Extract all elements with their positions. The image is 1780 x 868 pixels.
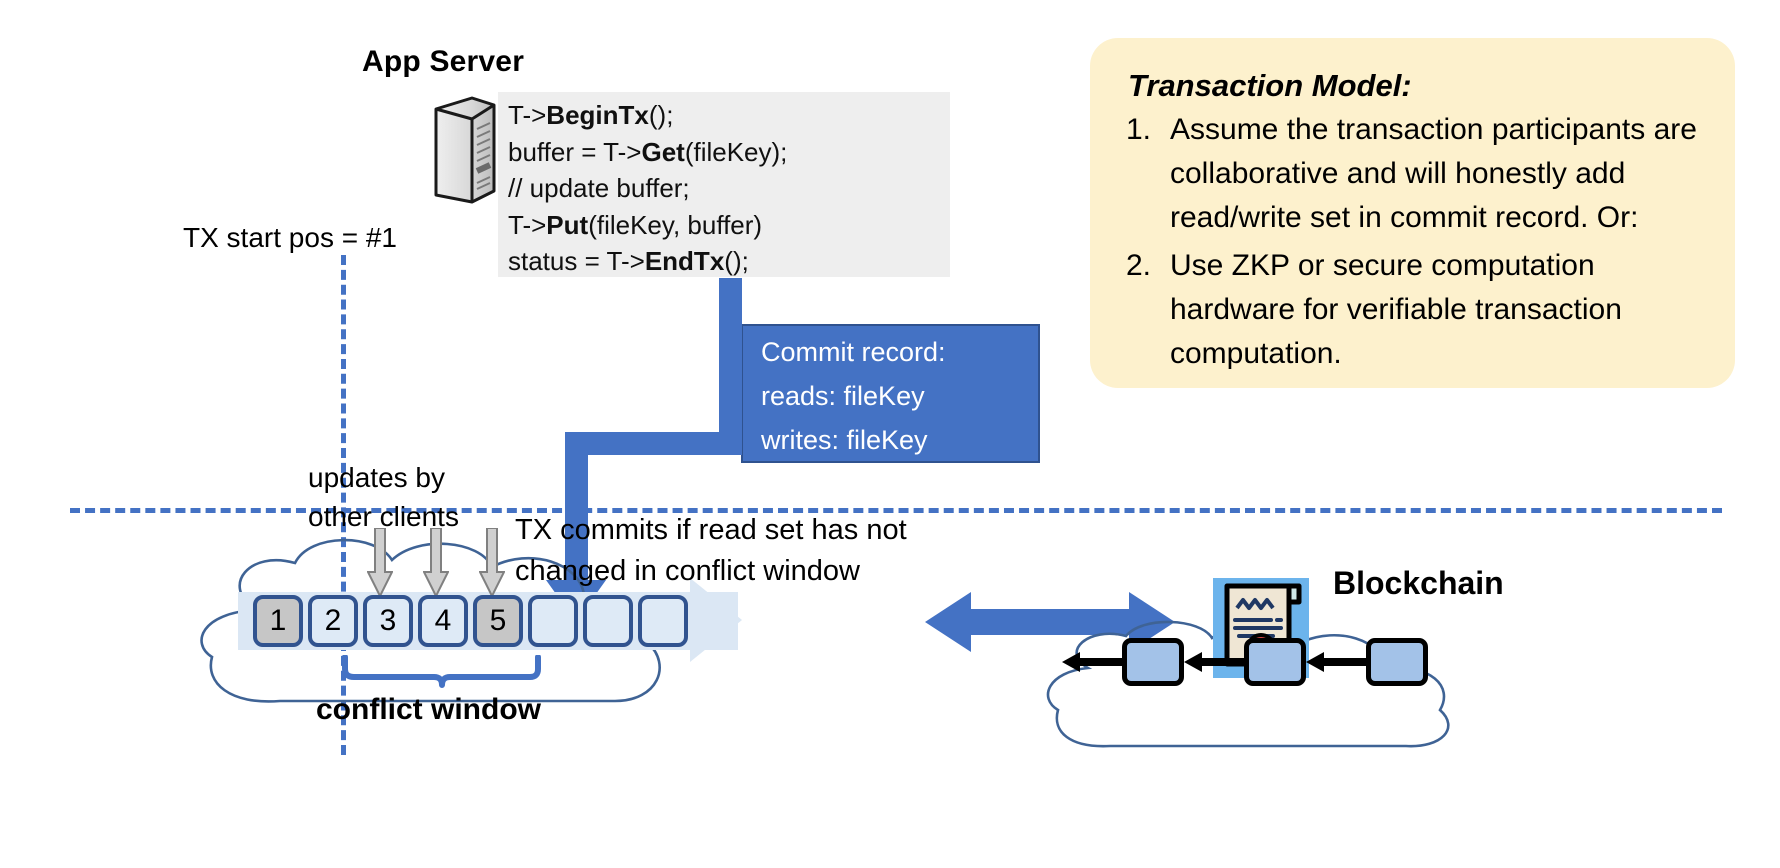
- commit-arrow-segment-vertical-bottom: [565, 432, 588, 598]
- commit-arrow-segment-vertical-top: [719, 278, 742, 450]
- list-item-text: Assume the transaction participants are …: [1170, 113, 1697, 234]
- tx-start-dashed-line: [341, 255, 346, 755]
- code-line: buffer = T->Get(fileKey);: [508, 136, 788, 167]
- log-block[interactable]: 5: [473, 595, 523, 647]
- transaction-model-list: 1. Assume the transaction participants ar…: [1090, 108, 1735, 376]
- code-line: status = T->EndTx();: [508, 246, 749, 276]
- commit-arrow-segment-horizontal: [565, 432, 742, 455]
- tx-commits-condition-label: TX commits if read set has not changed i…: [515, 510, 907, 592]
- commit-record-writes: writes: fileKey: [761, 425, 928, 455]
- app-server-title: App Server: [362, 45, 525, 78]
- commit-record-reads: reads: fileKey: [761, 381, 925, 411]
- log-block[interactable]: 1: [253, 595, 303, 647]
- updates-by-other-clients-label: updates by other clients: [308, 458, 459, 536]
- updates-label-line2: other clients: [308, 501, 459, 532]
- log-block[interactable]: [528, 595, 578, 647]
- list-item: 1. Assume the transaction participants ar…: [1126, 108, 1705, 240]
- chain-link-arrow-icon: [1184, 652, 1244, 672]
- app-server-code-block: T->BeginTx(); buffer = T->Get(fileKey); …: [498, 92, 950, 277]
- transaction-model-title: Transaction Model:: [1128, 68, 1412, 103]
- chain-link-arrow-icon: [1062, 652, 1122, 672]
- horizontal-dashed-separator: [70, 508, 1722, 513]
- chain-block-row: [1062, 638, 1428, 686]
- chain-block[interactable]: [1122, 638, 1184, 686]
- sync-double-arrow-icon: [925, 588, 1175, 656]
- commit-record-title: Commit record:: [761, 337, 946, 367]
- update-arrow-icon: [478, 527, 506, 603]
- chain-block[interactable]: [1366, 638, 1428, 686]
- log-cloud-outline: [160, 515, 770, 735]
- list-item-number: 1.: [1126, 113, 1152, 146]
- conflict-window-brace: [342, 654, 542, 689]
- tx-start-pos-label: TX start pos = #1: [183, 222, 397, 253]
- list-item-number: 2.: [1126, 249, 1152, 282]
- server-tower-icon: [430, 95, 500, 205]
- list-item: 2. Use ZKP or secure computation hardware…: [1126, 244, 1705, 376]
- log-block[interactable]: 3: [363, 595, 413, 647]
- code-line: // update buffer;: [508, 173, 690, 203]
- code-line: T->Put(fileKey, buffer): [508, 209, 763, 240]
- log-block[interactable]: [583, 595, 633, 647]
- code-line: T->BeginTx();: [508, 100, 674, 130]
- blockchain-label: Blockchain: [1333, 565, 1504, 601]
- list-item-text: Use ZKP or secure computation hardware f…: [1170, 249, 1622, 370]
- update-arrow-icon: [366, 527, 394, 603]
- conflict-window-label: conflict window: [316, 693, 541, 726]
- log-block[interactable]: [638, 595, 688, 647]
- chain-block[interactable]: [1244, 638, 1306, 686]
- log-block[interactable]: 4: [418, 595, 468, 647]
- log-continues-wedge-icon: [690, 578, 742, 662]
- transaction-model-callout: Transaction Model: 1. Assume the transact…: [1090, 38, 1735, 388]
- tx-commits-line1: TX commits if read set has not: [515, 514, 907, 546]
- chain-link-arrow-icon: [1306, 652, 1366, 672]
- log-block-row: 1 2 3 4 5: [253, 595, 688, 647]
- log-block[interactable]: 2: [308, 595, 358, 647]
- updates-label-line1: updates by: [308, 462, 445, 493]
- tx-commits-line2: changed in conflict window: [515, 555, 860, 587]
- update-arrow-icon: [422, 527, 450, 603]
- commit-record-box: Commit record: reads: fileKey writes: fi…: [741, 324, 1040, 463]
